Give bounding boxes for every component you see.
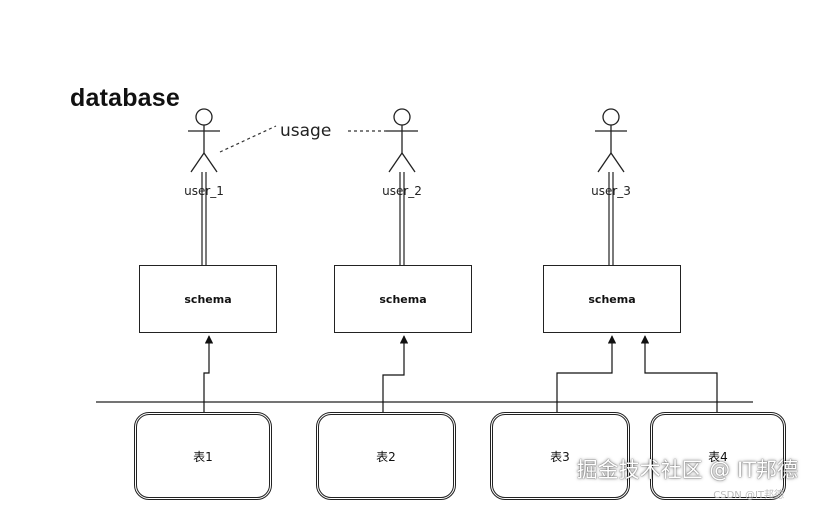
user-schema-connectors [201, 172, 614, 265]
user-2-actor-icon [386, 108, 418, 173]
table-3-label: 表3 [550, 449, 570, 464]
usage-label: usage [280, 121, 332, 141]
table-2-label: 表2 [376, 449, 396, 464]
schema-2-label: schema [379, 292, 427, 306]
watermark-text: 掘金技术社区 @ IT邦德 [576, 458, 798, 482]
user-1-actor-icon [188, 108, 220, 173]
schema-box-3: schema [543, 265, 681, 333]
table-box-3: 表3 [490, 412, 630, 500]
table-1-label: 表1 [193, 449, 213, 464]
schema-box-1: schema [139, 265, 277, 333]
user-2-label: user_2 [382, 184, 422, 198]
user-3-actor-icon [595, 108, 627, 173]
usage-dashed-link [219, 125, 386, 153]
table-box-1: 表1 [134, 412, 272, 500]
table-schema-arrows [203, 335, 718, 412]
table-4-label: 表4 [708, 449, 728, 464]
schema-box-2: schema [334, 265, 472, 333]
table-box-4: 表4 [650, 412, 786, 500]
schema-3-label: schema [588, 292, 636, 306]
user-3-label: user_3 [591, 184, 631, 198]
diagram-title: database [70, 84, 180, 112]
watermark-small-text: CSDN @IT邦德 [713, 490, 784, 501]
schema-1-label: schema [184, 292, 232, 306]
table-box-2: 表2 [316, 412, 456, 500]
user-1-label: user_1 [184, 184, 224, 198]
